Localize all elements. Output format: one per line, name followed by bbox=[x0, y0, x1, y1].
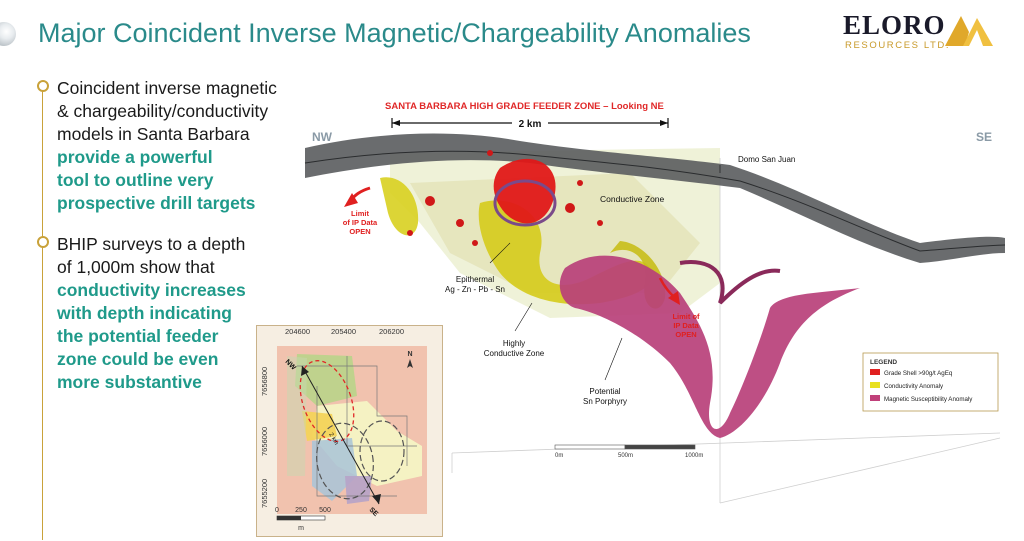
conductive-zone-label: Conductive Zone bbox=[600, 194, 665, 204]
bullet-text-2: BHIP surveys to a depth of 1,000m show t… bbox=[57, 233, 246, 394]
geology-3d-model: SANTA BARBARA HIGH GRADE FEEDER ZONE – L… bbox=[304, 101, 1006, 504]
limit-right-line: Limit of bbox=[672, 312, 700, 321]
limit-left-line: OPEN bbox=[349, 227, 370, 236]
bullet-2-highlight: with depth indicating bbox=[57, 303, 232, 323]
bullet-2-highlight: the potential feeder bbox=[57, 326, 219, 346]
scale-label: 2 km bbox=[519, 119, 542, 130]
legend-item: Magnetic Susceptibility Anomaly bbox=[884, 396, 973, 403]
logo-subtitle: RESOURCES LTD. bbox=[845, 40, 951, 51]
bullet-2-highlight: more substantive bbox=[57, 372, 202, 392]
inset-y-tick: 7656000 bbox=[260, 427, 269, 456]
highly-conductive-label: Conductive Zone bbox=[484, 349, 545, 358]
bullet-1-line: & chargeability/conductivity bbox=[57, 101, 269, 121]
bullet-1-highlight: provide a powerful bbox=[57, 147, 213, 167]
scalebar-tick: 500m bbox=[618, 453, 633, 459]
company-logo: ELORO RESOURCES LTD. bbox=[843, 10, 998, 54]
legend-swatch bbox=[870, 382, 880, 388]
bullet-1-line: Coincident inverse magnetic bbox=[57, 78, 277, 98]
scalebar-tick: 1000m bbox=[685, 453, 703, 459]
inset-y-tick: 7656800 bbox=[260, 367, 269, 396]
north-label: N bbox=[407, 351, 412, 358]
inset-km-label: 2 km bbox=[327, 432, 339, 446]
bullet-2-line: of 1,000m show that bbox=[57, 257, 215, 277]
nw-label: NW bbox=[312, 130, 333, 144]
domo-label: Domo San Juan bbox=[738, 155, 795, 164]
scalebar bbox=[554, 444, 626, 450]
inset-x-tick: 205400 bbox=[331, 327, 356, 336]
potential-porphyry-label: Sn Porphyry bbox=[583, 397, 627, 406]
highly-conductive-label: Highly bbox=[503, 339, 525, 348]
inset-scale-unit: m bbox=[298, 525, 304, 532]
inset-scale-tick: 250 bbox=[295, 507, 307, 514]
se-label: SE bbox=[976, 130, 992, 144]
limit-right-line: IP Data bbox=[673, 321, 699, 330]
legend-swatch bbox=[870, 369, 880, 375]
title-bullet-decoration bbox=[0, 22, 16, 46]
magnetic-anomaly bbox=[559, 255, 860, 438]
slide-title: Major Coincident Inverse Magnetic/Charge… bbox=[38, 18, 751, 48]
legend: LEGEND Grade Shell >90g/t AgEq Conductiv… bbox=[862, 352, 999, 412]
potential-porphyry-label: Potential bbox=[589, 387, 620, 396]
grade-shell bbox=[493, 158, 556, 224]
limit-right-line: OPEN bbox=[675, 330, 696, 339]
bullet-1-highlight: prospective drill targets bbox=[57, 193, 256, 213]
inset-map: 204600 205400 206200 7656800 7656000 765… bbox=[256, 325, 443, 537]
logo-mountain-icon bbox=[945, 16, 993, 46]
bullet-1-line: models in Santa Barbara bbox=[57, 124, 250, 144]
epithermal-label: Epithermal bbox=[456, 275, 494, 284]
inset-y-tick: 7655200 bbox=[260, 479, 269, 508]
epithermal-label: Ag - Zn - Pb - Sn bbox=[445, 285, 505, 294]
conductivity-anomaly bbox=[380, 177, 419, 236]
legend-swatch bbox=[870, 395, 880, 401]
inset-scale-tick: 0 bbox=[275, 507, 279, 514]
limit-left-line: Limit bbox=[351, 209, 369, 218]
bullet-2-line: BHIP surveys to a depth bbox=[57, 234, 246, 254]
bullet-text-1: Coincident inverse magnetic & chargeabil… bbox=[57, 77, 277, 215]
bullet-2-highlight: zone could be even bbox=[57, 349, 219, 369]
legend-item: Conductivity Anomaly bbox=[884, 383, 944, 390]
limit-left-line: of IP Data bbox=[343, 218, 378, 227]
legend-item: Grade Shell >90g/t AgEq bbox=[884, 370, 953, 377]
inset-x-tick: 206200 bbox=[379, 327, 404, 336]
scalebar-tick: 0m bbox=[555, 453, 563, 459]
bullet-rule bbox=[42, 88, 43, 540]
inset-x-tick: 204600 bbox=[285, 327, 310, 336]
logo-wordmark: ELORO bbox=[843, 10, 946, 40]
model-header: SANTA BARBARA HIGH GRADE FEEDER ZONE – L… bbox=[385, 101, 664, 112]
north-arrow-icon bbox=[407, 359, 413, 368]
inset-scale-tick: 500 bbox=[319, 507, 331, 514]
bullet-2-highlight: conductivity increases bbox=[57, 280, 246, 300]
legend-title: LEGEND bbox=[870, 359, 897, 366]
inset-map-svg: 204600 205400 206200 7656800 7656000 765… bbox=[260, 327, 427, 532]
bullet-1-highlight: tool to outline very bbox=[57, 170, 214, 190]
bullet-marker bbox=[37, 80, 49, 92]
inset-se-label: SE bbox=[368, 506, 380, 518]
bullet-marker bbox=[37, 236, 49, 248]
